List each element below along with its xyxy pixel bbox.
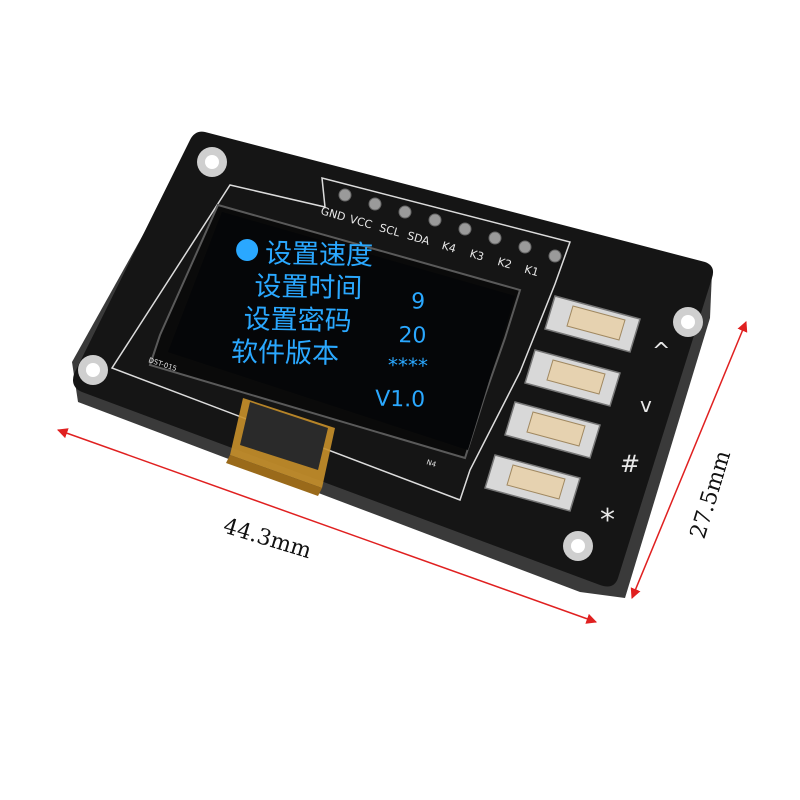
key-symbol-star: *: [600, 503, 615, 538]
mounting-hole-bottom-right: [563, 531, 593, 561]
height-label: 27.5mm: [686, 448, 736, 542]
tactile-button-up: [544, 295, 641, 353]
pin-label-scl: SCL: [378, 221, 402, 239]
mounting-hole-top-right: [673, 307, 703, 337]
menu-item-4: 软件版本: [231, 337, 340, 370]
oled-active-area: [168, 212, 515, 450]
oled-module-board: GND VCC SCL SDA K4 K3 K2 K1 设置速度 设置时间 设置…: [72, 131, 714, 598]
pin-label-k1: K1: [523, 263, 540, 279]
header-pins: [338, 188, 562, 263]
menu-value-3: 20: [398, 323, 426, 349]
pin-labels: GND VCC SCL SDA K4 K3 K2 K1: [319, 204, 540, 279]
pin-label-vcc: VCC: [348, 213, 374, 232]
tactile-button-down: [524, 349, 621, 407]
menu-value-2: 9: [411, 289, 425, 314]
key-symbol-down: v: [640, 393, 652, 417]
pin-label-k4: K4: [440, 239, 457, 255]
width-label: 44.3mm: [220, 514, 314, 564]
pin-label-k2: K2: [496, 255, 513, 271]
menu-value-4: ****: [388, 353, 428, 378]
version-value: V1.0: [375, 387, 426, 413]
pin-label-k3: K3: [468, 247, 485, 263]
mounting-hole-bottom-left: [78, 355, 108, 385]
menu-item-2: 设置时间: [254, 271, 363, 304]
menu-item-3: 设置密码: [243, 304, 352, 337]
mounting-hole-top-left: [197, 147, 227, 177]
key-symbol-hash: #: [620, 450, 640, 478]
key-symbol-up: ^: [652, 339, 670, 364]
menu-item-1: 设置速度: [265, 238, 374, 271]
pin-label-sda: SDA: [406, 229, 432, 248]
selection-dot: [236, 239, 259, 262]
oled-screen-content: 设置速度 设置时间 设置密码 软件版本 9 20 **** V1.0: [231, 238, 428, 413]
